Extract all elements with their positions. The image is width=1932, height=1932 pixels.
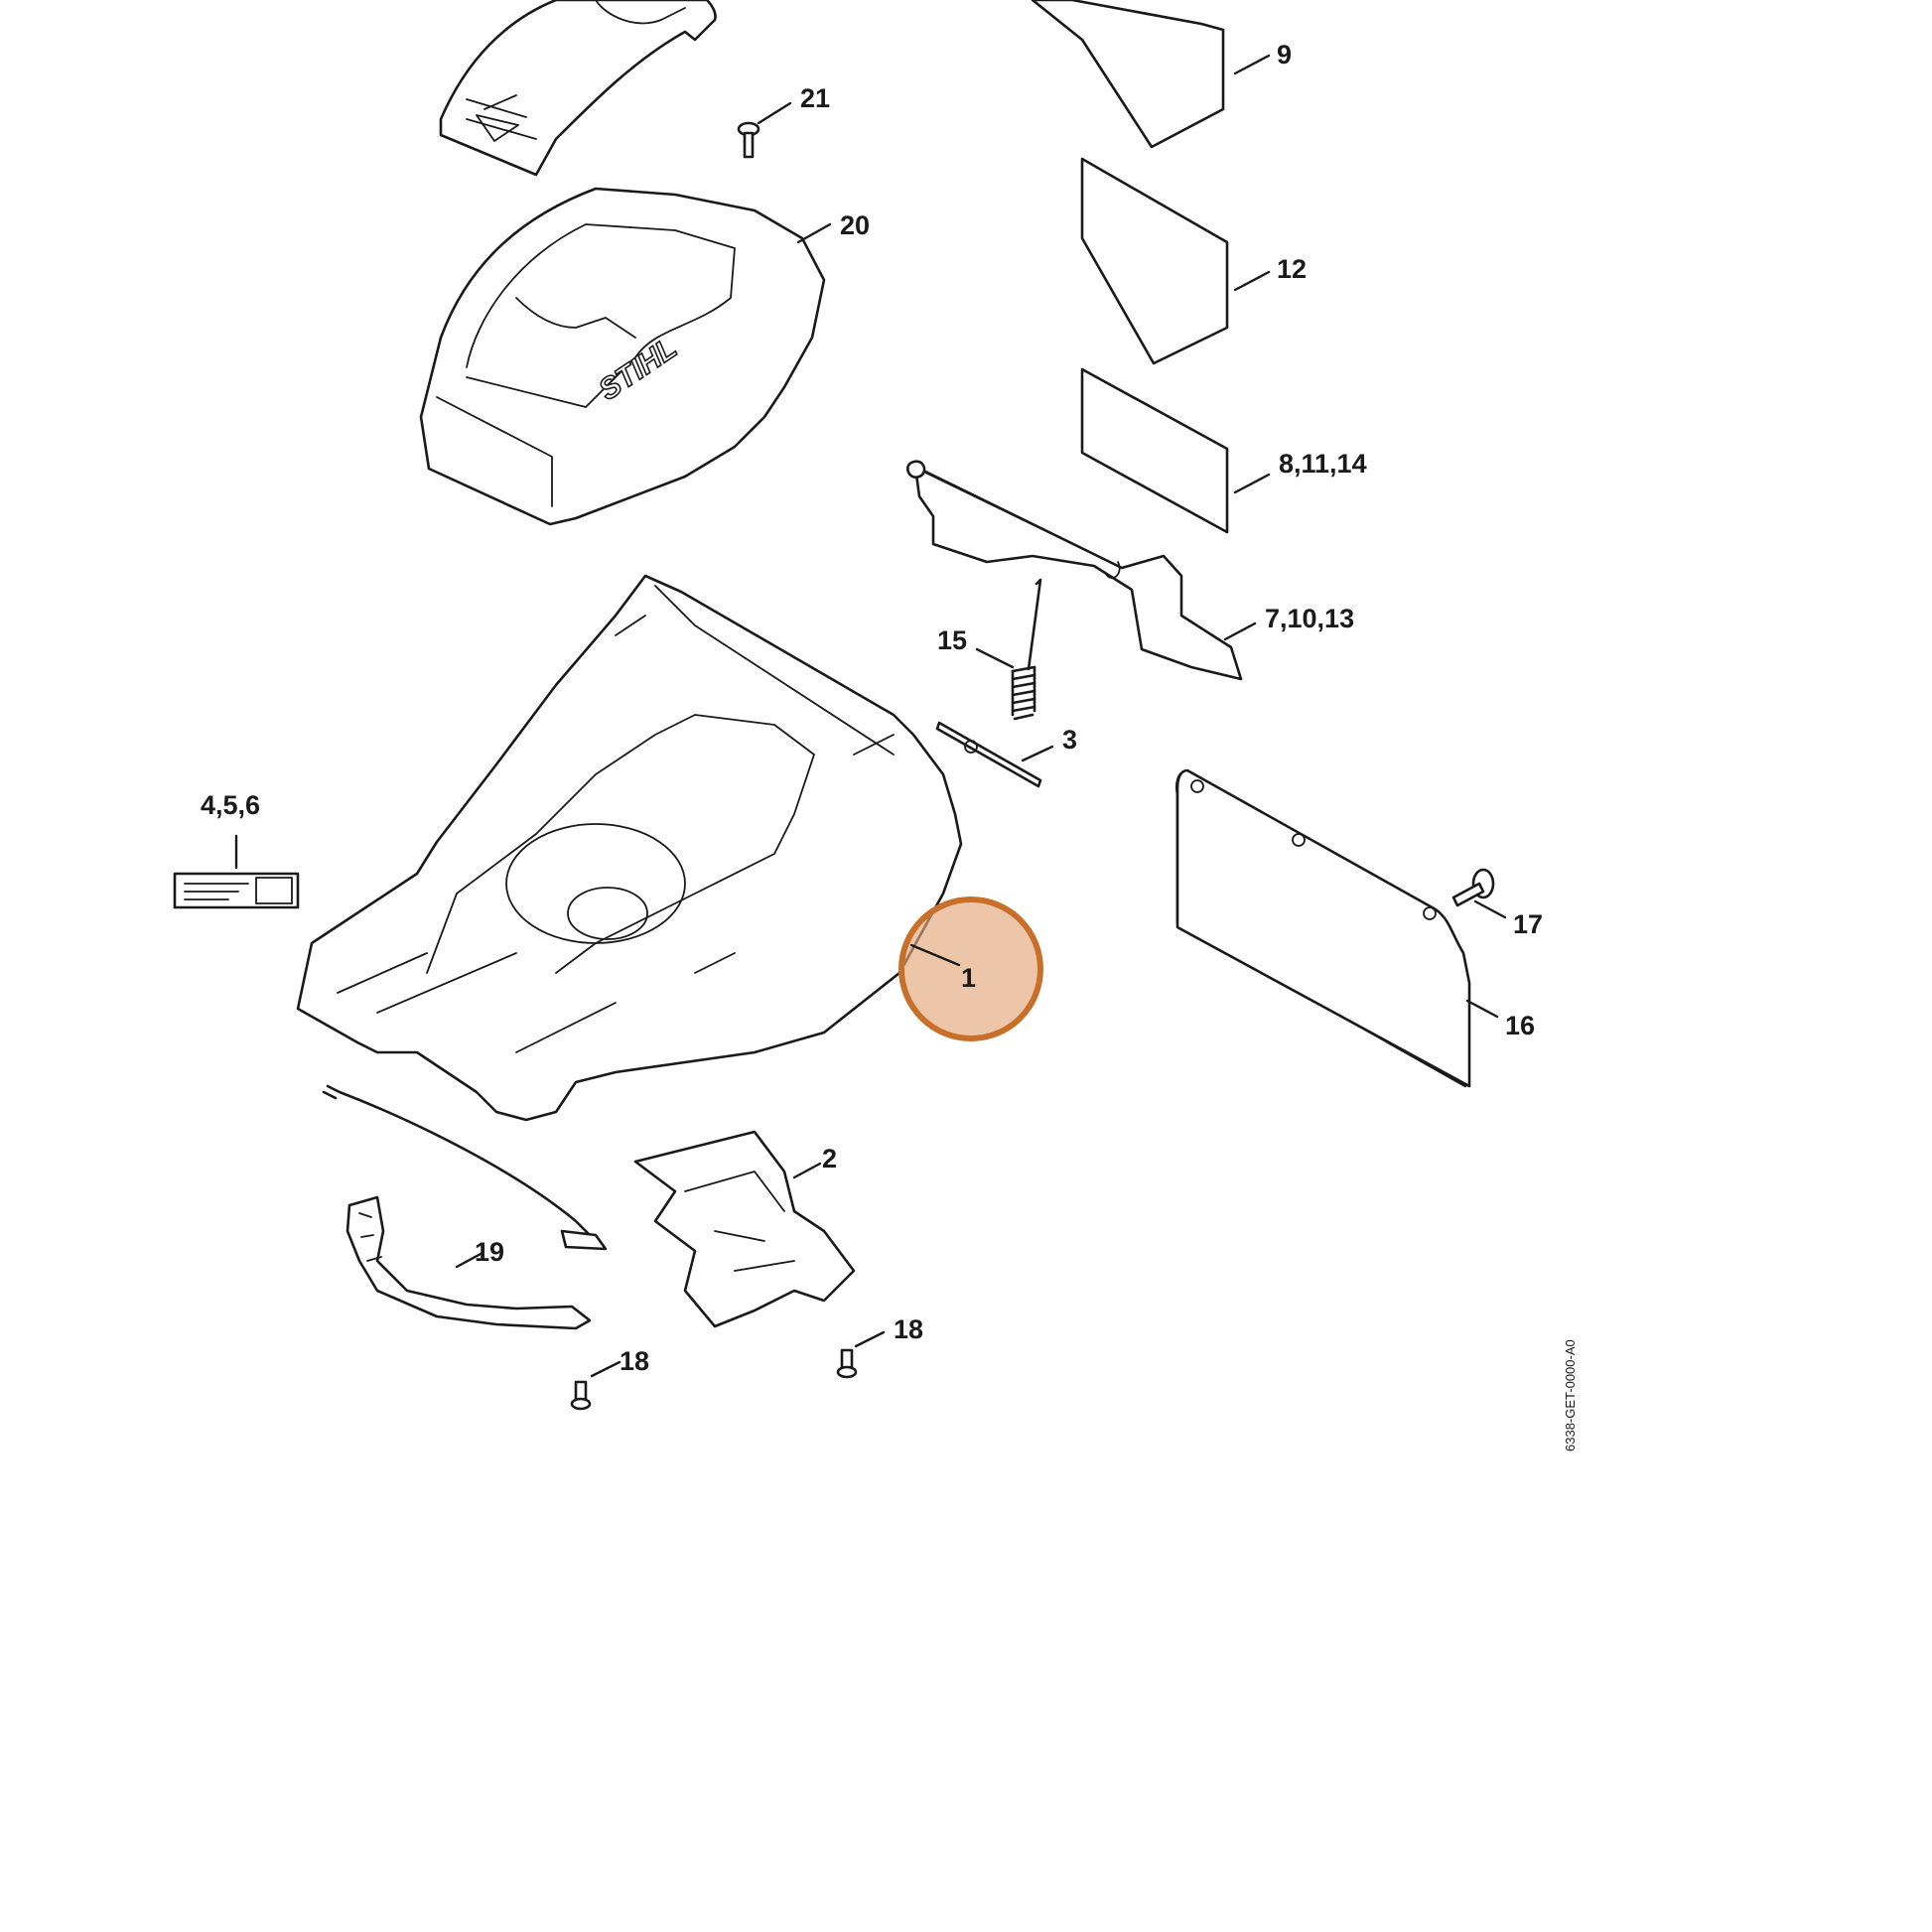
- part-12-plate[interactable]: [1080, 157, 1229, 365]
- part-21-screw[interactable]: [737, 121, 760, 159]
- callout-4-5-6: 4,5,6: [201, 790, 260, 820]
- callout-15: 15: [937, 625, 967, 655]
- callout-16: 16: [1505, 1011, 1535, 1040]
- part-16-panel[interactable]: [1175, 768, 1471, 1088]
- part-20-housing-cover[interactable]: STIHL: [419, 187, 826, 526]
- callout-19: 19: [475, 1237, 504, 1267]
- part-7-10-13-rear-flap[interactable]: [906, 460, 1243, 681]
- part-18-screw-left[interactable]: [570, 1380, 592, 1411]
- highlight-marker: [898, 897, 1043, 1041]
- part-19-bracket[interactable]: [345, 1195, 592, 1330]
- callout-21: 21: [800, 83, 830, 113]
- callout-9: 9: [1277, 40, 1292, 69]
- callout-2: 2: [822, 1144, 837, 1173]
- leader-lines: [234, 54, 1507, 1378]
- callout-12: 12: [1277, 254, 1307, 284]
- part-9-flap[interactable]: [1031, 0, 1225, 149]
- callout-18-left: 18: [620, 1346, 649, 1376]
- callout-1: 1: [961, 963, 976, 993]
- callout-18-right: 18: [894, 1314, 923, 1344]
- callout-7-10-13: 7,10,13: [1265, 604, 1354, 633]
- part-3-pin[interactable]: [935, 721, 1042, 788]
- part-15-spring[interactable]: [1011, 578, 1042, 721]
- part-1-mower-deck[interactable]: [296, 574, 963, 1122]
- part-8-11-14-label[interactable]: [1080, 367, 1229, 534]
- callout-20: 20: [840, 210, 870, 240]
- part-4-5-6-label[interactable]: [173, 872, 300, 909]
- drawing-code: 6338-GET-0000-A0: [1563, 1339, 1578, 1451]
- axle-rod[interactable]: [322, 1084, 608, 1251]
- part-2-chute[interactable]: [633, 1130, 856, 1328]
- callout-3: 3: [1062, 725, 1077, 755]
- part-17-screw[interactable]: [1451, 868, 1495, 907]
- top-cover[interactable]: [439, 0, 717, 177]
- callout-17: 17: [1513, 909, 1543, 939]
- part-18-screw-right[interactable]: [836, 1348, 858, 1379]
- callout-8-11-14: 8,11,14: [1279, 449, 1367, 479]
